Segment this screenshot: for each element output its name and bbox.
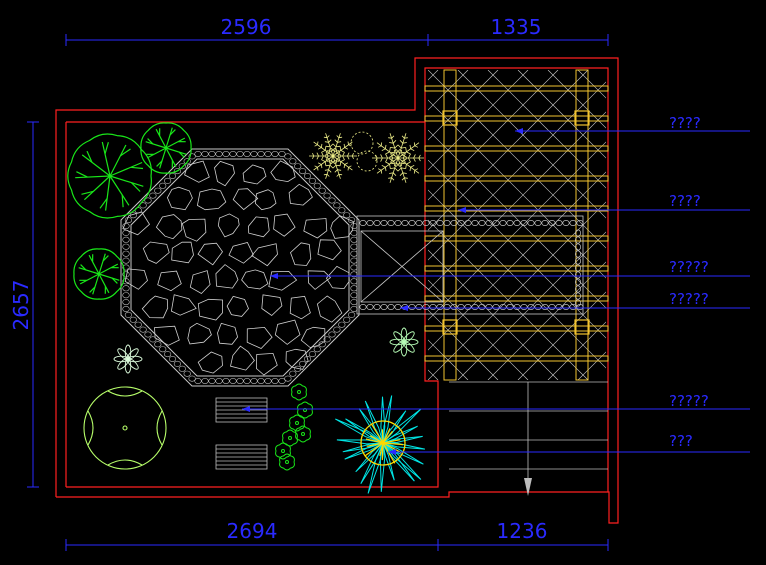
round-table <box>84 387 166 469</box>
steps <box>449 382 608 490</box>
dim-bottom-left-text: 2694 <box>227 519 278 543</box>
flower-shrub-left <box>114 345 142 373</box>
callout-label-6: ??? <box>669 432 693 450</box>
patio-inner-edge <box>131 159 349 376</box>
callout-label-5: ????? <box>669 392 709 410</box>
tree-small <box>74 249 124 299</box>
tree-medium <box>141 123 191 173</box>
patio-outer-edge <box>121 149 359 386</box>
callout-label-4: ????? <box>669 290 709 308</box>
dim-bottom-right-text: 1236 <box>497 519 548 543</box>
ground-cover-shrubs <box>276 384 313 470</box>
agave-plant <box>335 396 425 494</box>
paved-path <box>357 216 583 314</box>
tree-large <box>68 134 152 218</box>
dim-left-text: 2657 <box>9 280 33 331</box>
callout-label-1: ???? <box>669 114 701 132</box>
palm-cluster <box>309 132 424 183</box>
stone-patio <box>121 149 359 386</box>
bench-lower <box>216 445 267 469</box>
bench-upper <box>216 398 267 422</box>
patio-border-pebbles <box>123 151 358 383</box>
callout-label-3: ????? <box>669 258 709 276</box>
down-arrow-icon <box>524 478 532 496</box>
site-boundary <box>56 58 618 523</box>
dim-top-right-text: 1335 <box>491 15 542 39</box>
dim-top-left-text: 2596 <box>221 15 272 39</box>
callout-label-2: ???? <box>669 192 701 210</box>
flower-shrub-right <box>390 328 418 356</box>
